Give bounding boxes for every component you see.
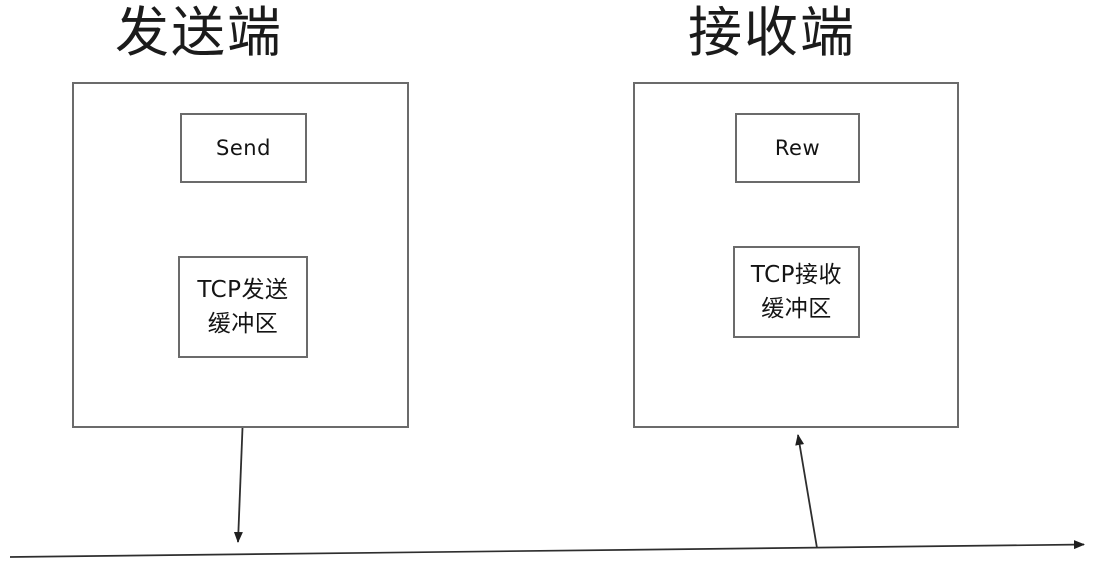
network-to-receiver-arrow <box>795 434 818 549</box>
network-link-line <box>9 540 1085 558</box>
send-application-label: Send <box>216 136 271 160</box>
receive-application-box: Rew <box>735 113 860 183</box>
tcp-receive-buffer-label-line1: TCP接收 <box>750 262 843 288</box>
receiver-title: 接收端 <box>688 1 856 64</box>
tcp-receive-buffer-label-line2: 缓冲区 <box>761 296 832 322</box>
tcp-send-buffer-box: TCP发送 缓冲区 <box>178 256 308 358</box>
send-application-box: Send <box>180 113 307 183</box>
sender-to-network-arrow <box>233 427 244 543</box>
tcp-send-buffer-label-line2: 缓冲区 <box>207 311 279 337</box>
tcp-send-buffer-label-line1: TCP发送 <box>197 277 289 303</box>
receive-application-label: Rew <box>774 136 821 160</box>
sender-title: 发送端 <box>115 1 283 64</box>
tcp-receive-buffer-box: TCP接收 缓冲区 <box>733 246 860 338</box>
